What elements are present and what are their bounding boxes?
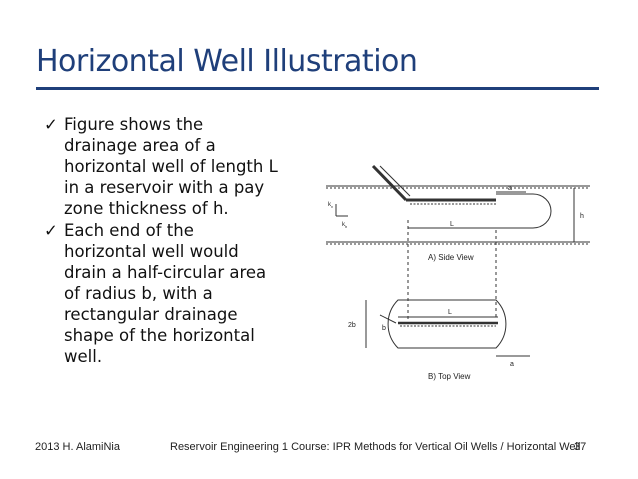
page-number: 37	[574, 441, 587, 453]
bullet-line: drain a half-circular area	[64, 263, 267, 282]
checkmark-icon: ✓	[44, 115, 58, 134]
slide-title: Horizontal Well Illustration	[36, 44, 418, 79]
well-vertical-section	[371, 164, 408, 202]
label-l-top: L	[448, 309, 452, 316]
bullet-item: ✓ Each end of the horizontal well would …	[44, 220, 344, 367]
footer-author: 2013 H. AlamiNia	[35, 441, 120, 453]
bullet-list: ✓ Figure shows the drainage area of a ho…	[44, 114, 344, 368]
bullet-line: in a reservoir with a pay	[64, 178, 265, 197]
bullet-line: zone thickness of h.	[64, 199, 229, 218]
top-view-diagram	[365, 299, 530, 357]
bullet-line: drainage area of a	[64, 136, 216, 155]
bullet-line: Figure shows the	[64, 115, 204, 134]
horizontal-well-figure: a L h kv kh A) Side View L b 2b a B) Top…	[326, 164, 590, 381]
bullet-line: horizontal well of length L	[64, 157, 278, 176]
label-h: h	[580, 213, 584, 220]
label-2b: 2b	[348, 322, 356, 329]
label-kv: kv	[328, 202, 333, 209]
title-underline	[36, 87, 599, 90]
side-drainage-outline	[496, 193, 552, 229]
label-a-top: a	[510, 361, 514, 368]
side-view-diagram	[326, 164, 590, 320]
bullet-line: Each end of the	[64, 221, 194, 240]
bullet-line: of radius b, with a	[64, 284, 213, 303]
label-l-side: L	[450, 221, 454, 228]
label-a-side: a	[508, 185, 512, 192]
bullet-line: horizontal well would	[64, 242, 239, 261]
bullet-item: ✓ Figure shows the drainage area of a ho…	[44, 114, 344, 219]
footer-course: Reservoir Engineering 1 Course: IPR Meth…	[170, 441, 581, 453]
bullet-line: shape of the horizontal	[64, 326, 255, 345]
label-kh: kh	[342, 222, 347, 229]
top-view-label: B) Top View	[428, 372, 471, 381]
side-view-label: A) Side View	[428, 253, 474, 262]
label-b: b	[382, 325, 386, 332]
top-drainage-outline	[387, 299, 507, 349]
checkmark-icon: ✓	[44, 221, 58, 240]
well-vertical-section-outer	[379, 165, 411, 197]
bullet-line: rectangular drainage	[64, 305, 238, 324]
bullet-line: well.	[64, 347, 103, 366]
dimension-b-line	[379, 314, 397, 324]
